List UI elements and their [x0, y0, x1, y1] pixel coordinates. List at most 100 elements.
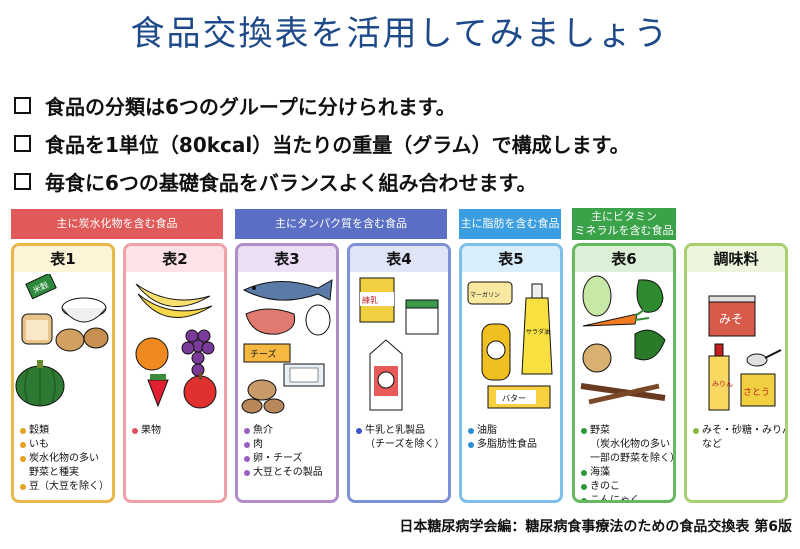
- yogurt-icon: [405, 299, 439, 335]
- milk-can-icon: 練乳: [359, 277, 395, 323]
- food-list-item-label: 豆（大豆を除く）: [29, 481, 109, 492]
- bullet-dot-icon: [468, 442, 474, 448]
- bullet-text: 食品を1単位（80kcal）当たりの重量（グラム）で構成します。: [45, 132, 630, 157]
- food-list: 穀類いも炭水化物の多い 野菜と種実豆（大豆を除く）: [20, 424, 109, 494]
- bullet-dot-icon: [244, 428, 250, 434]
- food-list-item-label: 魚介: [253, 425, 273, 436]
- tofu-icon: [283, 363, 325, 387]
- food-list-item: 大豆とその製品: [244, 466, 323, 480]
- margarine-icon: マーガリン: [467, 281, 513, 305]
- bullet-dot-icon: [693, 428, 699, 434]
- oil-bottle-icon: サラダ油: [521, 283, 553, 375]
- food-list-item-label: 卵・チーズ: [253, 453, 303, 464]
- svg-text:サラダ油: サラダ油: [526, 328, 550, 336]
- bullet-dot-icon: [468, 428, 474, 434]
- banana-icon: [135, 283, 213, 319]
- food-card-table1: 表1 米穀 穀類いも炭水化物の多い 野菜と種実豆（大豆を除く）: [11, 243, 115, 503]
- miso-icon: みそ: [708, 295, 756, 337]
- bullet-dot-icon: [132, 428, 138, 434]
- grape-icon: [181, 329, 215, 377]
- food-list-item: いも: [20, 438, 109, 452]
- bullet-dot-icon: [581, 428, 587, 434]
- food-list-item-label: 大豆とその製品: [253, 467, 323, 478]
- meat-icon: [245, 308, 296, 335]
- pepper-icon: [636, 279, 664, 313]
- bullet-dot-icon: [356, 428, 362, 434]
- vegetable-illustration: [580, 275, 666, 405]
- category-header-vitamin: 主にビタミン ミネラルを含む食品: [572, 208, 676, 240]
- cheese-icon: チーズ: [243, 343, 291, 363]
- food-list-item: こんにゃく: [581, 494, 673, 503]
- card-title: 表2: [126, 246, 224, 272]
- food-list-item-label: みそ・砂糖・みりん など: [702, 425, 788, 450]
- svg-text:マーガリン: マーガリン: [470, 291, 500, 299]
- food-list: 牛乳と乳製品 （チーズを除く）: [356, 424, 445, 452]
- bullet-dot-icon: [244, 470, 250, 476]
- bullet-text: 毎食に6つの基礎食品をバランスよく組み合わせます。: [45, 170, 537, 195]
- fish-icon: [242, 279, 333, 301]
- svg-text:さとう: さとう: [743, 387, 770, 398]
- food-list: みそ・砂糖・みりん など: [693, 424, 788, 452]
- food-list-item: 炭水化物の多い 野菜と種実: [20, 452, 109, 480]
- protein-illustration: チーズ: [241, 279, 333, 414]
- bullet-item: 食品の分類は6つのグループに分けられます。: [14, 86, 630, 124]
- category-header-protein: 主にタンパク質を含む食品: [235, 209, 447, 239]
- food-card-seasoning: 調味料 みそ みりん さとう みそ・砂糖・みりん など: [684, 243, 788, 503]
- food-list-item-label: 野菜 （炭水化物の多い 一部の野菜を除く）: [590, 425, 676, 464]
- svg-text:みりん: みりん: [712, 380, 733, 388]
- card-title: 表3: [238, 246, 336, 272]
- strawberry-icon: [147, 374, 169, 408]
- food-list-item: 野菜 （炭水化物の多い 一部の野菜を除く）: [581, 424, 676, 466]
- bullet-dot-icon: [20, 456, 26, 462]
- mayonnaise-icon: [481, 323, 511, 381]
- food-card-table5: 表5 マーガリン サラダ油 バター 油脂多脂肪性食品: [459, 243, 563, 503]
- bullet-dot-icon: [20, 484, 26, 490]
- category-header-fat: 主に脂肪を含む食品: [459, 209, 561, 239]
- onion-icon: [582, 343, 612, 373]
- category-header-carbohydrate: 主に炭水化物を含む食品: [11, 209, 223, 239]
- bullet-dot-icon: [20, 428, 26, 434]
- egg-icon: [305, 304, 331, 336]
- food-list-item-label: 肉: [253, 439, 263, 450]
- checkbox-icon: [14, 96, 31, 114]
- bullet-item: 毎食に6つの基礎食品をバランスよく組み合わせます。: [14, 162, 630, 200]
- food-card-table3: 表3 チーズ 魚介肉卵・チーズ大豆とその製品: [235, 243, 339, 503]
- food-list-item: 多脂肪性食品: [468, 438, 537, 452]
- food-list-item-label: こんにゃく: [590, 495, 640, 503]
- food-list: 魚介肉卵・チーズ大豆とその製品: [244, 424, 323, 480]
- mushroom-icon: [241, 379, 285, 414]
- food-list: 野菜 （炭水化物の多い 一部の野菜を除く） 海藻きのここんにゃく: [581, 424, 676, 503]
- food-list-item: 牛乳と乳製品 （チーズを除く）: [356, 424, 445, 452]
- food-list: 果物: [132, 424, 161, 438]
- food-list-item: 海藻: [581, 466, 673, 480]
- bullet-dot-icon: [581, 498, 587, 500]
- bullet-dot-icon: [244, 442, 250, 448]
- mirin-bottle-icon: みりん: [708, 343, 733, 411]
- card-title: 調味料: [687, 246, 785, 272]
- food-list-item-label: 穀類: [29, 425, 49, 436]
- svg-text:チーズ: チーズ: [250, 348, 277, 360]
- card-title: 表6: [575, 246, 673, 272]
- bullet-list: 食品の分類は6つのグループに分けられます。 食品を1単位（80kcal）当たりの…: [14, 86, 630, 200]
- bullet-text: 食品の分類は6つのグループに分けられます。: [45, 94, 456, 119]
- card-title: 表5: [462, 246, 560, 272]
- burdock-icon: [580, 383, 666, 405]
- page-title: 食品交換表を活用してみましょう: [130, 14, 670, 54]
- food-list-item-label: 多脂肪性食品: [477, 439, 537, 450]
- spoon-icon: [746, 349, 782, 367]
- food-list-item-label: いも: [29, 439, 49, 450]
- fruit-illustration: [135, 283, 217, 409]
- milk-carton-icon: [369, 339, 403, 411]
- food-list-item: 油脂: [468, 424, 537, 438]
- orange-icon: [135, 337, 169, 371]
- food-list-item: みそ・砂糖・みりん など: [693, 424, 788, 452]
- food-list-item-label: きのこ: [590, 481, 620, 492]
- food-list-item: 穀類: [20, 424, 109, 438]
- card-title: 表1: [14, 246, 112, 272]
- butter-icon: バター: [487, 385, 551, 409]
- food-list-item-label: 果物: [141, 425, 161, 436]
- food-list-item: 豆（大豆を除く）: [20, 480, 109, 494]
- checkbox-icon: [14, 172, 31, 190]
- food-list-item-label: 海藻: [590, 467, 610, 478]
- svg-text:みそ: みそ: [719, 312, 743, 326]
